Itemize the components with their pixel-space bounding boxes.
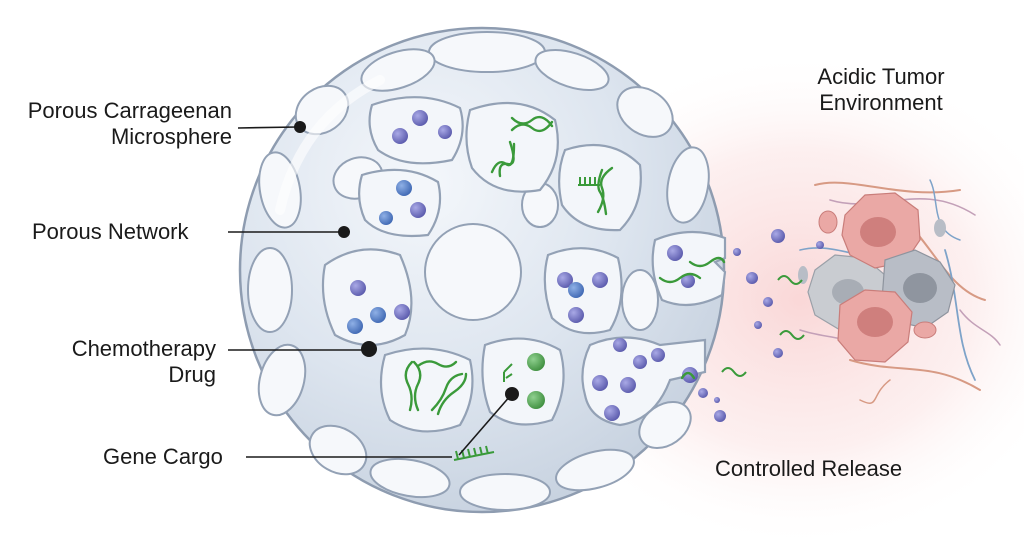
pore-upper-left <box>368 96 464 165</box>
tumor-cells <box>798 192 956 363</box>
pore-release-upper <box>651 230 727 307</box>
gene-cargo-strands <box>453 177 600 461</box>
label-chemo-line2: Drug <box>168 362 216 387</box>
pores <box>247 31 710 511</box>
chemo-drug-particles <box>347 110 698 421</box>
label-gene-cargo: Gene Cargo <box>103 444 223 469</box>
pore-left <box>321 248 413 346</box>
tumor-cell-small-pink <box>818 210 838 234</box>
label-microsphere-line1: Porous Carrageenan <box>27 98 232 123</box>
gene-balls <box>527 353 545 409</box>
label-microsphere-line2: Microsphere <box>110 124 232 149</box>
label-tumor-environment: Acidic Tumor Environment <box>790 64 972 116</box>
label-porous-network: Porous Network <box>32 219 189 244</box>
label-controlled-release: Controlled Release <box>715 456 903 481</box>
sphere-highlight <box>275 75 385 215</box>
label-tumor-line2: Environment <box>819 90 943 115</box>
leader-lines <box>228 126 512 458</box>
pore-lower-middle <box>481 337 565 426</box>
released-drugs <box>698 229 824 422</box>
released-genes <box>721 275 805 377</box>
pore-upper-right <box>558 143 642 232</box>
label-chemo-line1: Chemotherapy <box>71 336 216 361</box>
label-chemo-drug: Chemotherapy Drug <box>20 336 216 388</box>
pore-lower-left <box>379 347 474 433</box>
pore-mid-left <box>358 168 442 238</box>
label-microsphere: Porous Carrageenan Microsphere <box>8 98 232 150</box>
gene-cargo-helices <box>404 115 726 416</box>
label-tumor-line1: Acidic Tumor <box>817 64 945 89</box>
pore-release-channel <box>581 336 707 427</box>
leader-dots <box>294 121 519 401</box>
